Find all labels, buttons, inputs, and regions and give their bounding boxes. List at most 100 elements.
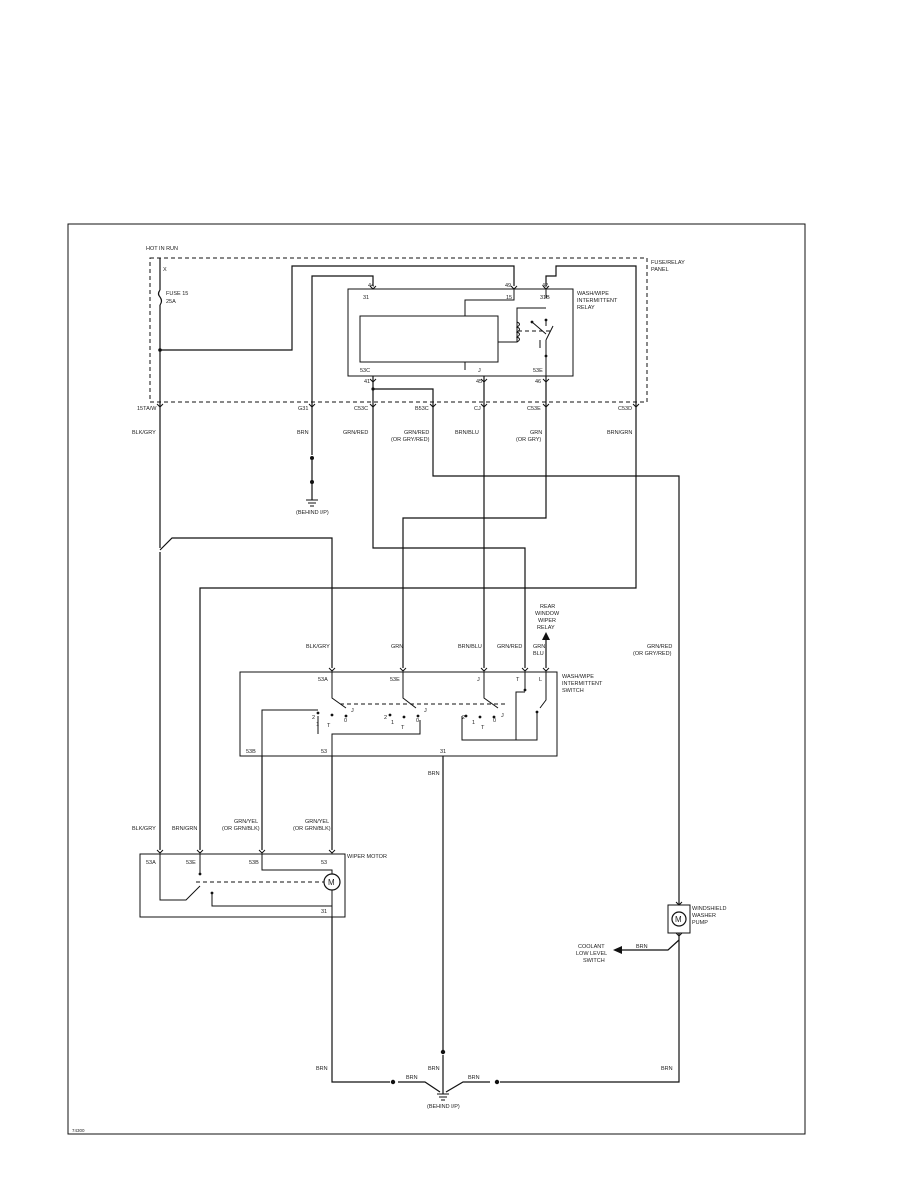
fuse-icon <box>157 289 163 306</box>
wire-grnred-b53c <box>432 402 680 905</box>
switch-pin-j: J <box>477 677 480 683</box>
connector-dot <box>494 1079 500 1085</box>
rear-wiper-relay-arrow <box>542 632 550 640</box>
switch-pin-53e: 53E <box>390 677 400 683</box>
ground-wire-g1-label: BRN <box>406 1075 418 1081</box>
connector-c53e: C53E <box>527 406 541 412</box>
wire-label-blkgry: BLK/GRY <box>132 430 156 436</box>
wire-label-grnyel-a1: GRN/YEL <box>234 819 258 825</box>
behind-ip-bottom-label: (BEHIND I/P) <box>427 1104 460 1110</box>
connector-dot <box>310 456 314 460</box>
connector-g31: G31 <box>298 406 308 412</box>
fuse-relay-panel-label-1: FUSE/RELAY <box>651 260 685 266</box>
wire-label-low-brngrn: BRN/GRN <box>172 826 197 832</box>
relay-contact-2 <box>545 325 554 376</box>
wire-label-grnyel-a2: (OR GRN/BLK) <box>222 826 260 832</box>
relay-pin-31b: 31B <box>540 295 550 301</box>
switch-internal-wiring <box>331 672 547 709</box>
fuse-to-relay-wire <box>160 265 515 351</box>
wire-label-grnyel-b2: (OR GRN/BLK) <box>293 826 331 832</box>
contact-dot <box>388 713 392 717</box>
coolant-switch-wire <box>622 939 680 951</box>
switch3-pos-2: 2 <box>462 715 465 721</box>
contact-dot <box>402 715 406 719</box>
switch-pin-arrows <box>328 667 550 672</box>
switch-pin-53b: 53B <box>246 749 256 755</box>
wire-label-grnyel-b1: GRN/YEL <box>305 819 329 825</box>
motor-internal-wiring <box>159 854 333 917</box>
connector-dot <box>440 1049 446 1055</box>
fuse-relay-panel-box <box>149 257 648 403</box>
ground-splice-wiring <box>398 1055 490 1094</box>
relay-pin-42: 42 <box>542 283 548 289</box>
rear-window-label-4: RELAY <box>537 625 555 631</box>
coolant-wire-label: BRN <box>636 944 648 950</box>
switch1-pos-j: J <box>351 708 354 714</box>
switch1-pos-1: 1 <box>316 722 319 728</box>
switch-pin-53a: 53A <box>318 677 328 683</box>
switch-pin-53: 53 <box>321 749 327 755</box>
relay-44-feed <box>311 275 374 402</box>
wire-label-grnred-2b: (OR GRY/RED) <box>391 437 430 443</box>
motor-pin-arrows <box>156 849 336 854</box>
wire-label-brnblu: BRN/BLU <box>455 430 479 436</box>
connector-cj: CJ <box>474 406 481 412</box>
fuse-amp-label: 25A <box>166 299 176 305</box>
contact-dot <box>544 354 548 358</box>
switch-label-1: WASH/WIPE <box>562 674 594 680</box>
wire-label-grn-a: GRN <box>530 430 542 436</box>
connector-15taw: 15TA/W <box>137 406 157 412</box>
wire-label-grnred-2a: GRN/RED <box>404 430 429 436</box>
relay-label-2: INTERMITTENT <box>577 298 618 304</box>
relay-module-inner <box>359 315 499 363</box>
wire-blkgry-crossover <box>159 537 333 668</box>
wire-grnred-c53c <box>372 402 526 668</box>
contact-dot <box>530 320 534 324</box>
wire-label-pump-feed-1: GRN/RED <box>647 644 672 650</box>
switch1-pos-0: 0 <box>344 718 347 724</box>
wiper-motor-icon <box>323 873 341 891</box>
diagram-frame <box>67 223 806 1135</box>
motor-pin-53e: 53E <box>186 860 196 866</box>
switch1-pos-t: T <box>327 723 331 729</box>
rear-window-label-1: REAR <box>540 604 555 610</box>
wire-label-mid-grnblu-2: BLU <box>533 651 544 657</box>
coolant-switch-arrow <box>613 946 622 954</box>
switch-label-2: INTERMITTENT <box>562 681 603 687</box>
switch3-pos-1: 1 <box>472 720 475 726</box>
switch1-pos-2: 2 <box>312 715 315 721</box>
connector-dot <box>390 1079 396 1085</box>
motor-pin-53b: 53B <box>249 860 259 866</box>
wire-label-low-blkgry: BLK/GRY <box>132 826 156 832</box>
wash-wipe-intermittent-switch <box>239 671 558 757</box>
connector-dot <box>310 480 314 484</box>
relay-pin-31: 31 <box>363 295 369 301</box>
relay-pin-arrows-bottom <box>369 378 550 383</box>
wire-label-mid-grnred: GRN/RED <box>497 644 522 650</box>
contact-dot <box>210 891 214 895</box>
ground-wire-mid-label: BRN <box>428 1066 440 1072</box>
switch3-pos-j: J <box>501 713 504 719</box>
wire-brngrn <box>199 402 637 850</box>
coolant-label-2: LOW LEVEL <box>576 951 607 957</box>
relay-internal-wiring <box>484 289 547 343</box>
wash-wipe-intermittent-relay <box>347 288 574 377</box>
switch2-pos-2: 2 <box>384 715 387 721</box>
motor-ground-wire <box>331 917 390 1083</box>
rear-window-label-2: WINDOW <box>535 611 560 617</box>
figure-id: 74300 <box>72 1128 85 1133</box>
relay-label-3: RELAY <box>577 305 595 311</box>
ground-symbol-top <box>306 499 318 507</box>
wiper-motor <box>139 853 346 918</box>
fuse-relay-panel-label-2: PANEL <box>651 267 669 273</box>
wire-label-mid-brnblu: BRN/BLU <box>458 644 482 650</box>
motor-pin-53: 53 <box>321 860 327 866</box>
ground-symbol-bottom <box>437 1093 449 1101</box>
contact-dot <box>344 714 348 718</box>
relay-pin-53c: 53C <box>360 368 370 374</box>
fuse-label: FUSE 15 <box>166 291 188 297</box>
switch-pin-31: 31 <box>440 749 446 755</box>
switch2-pos-t: T <box>401 725 405 731</box>
rear-window-label-3: WIPER <box>538 618 556 624</box>
